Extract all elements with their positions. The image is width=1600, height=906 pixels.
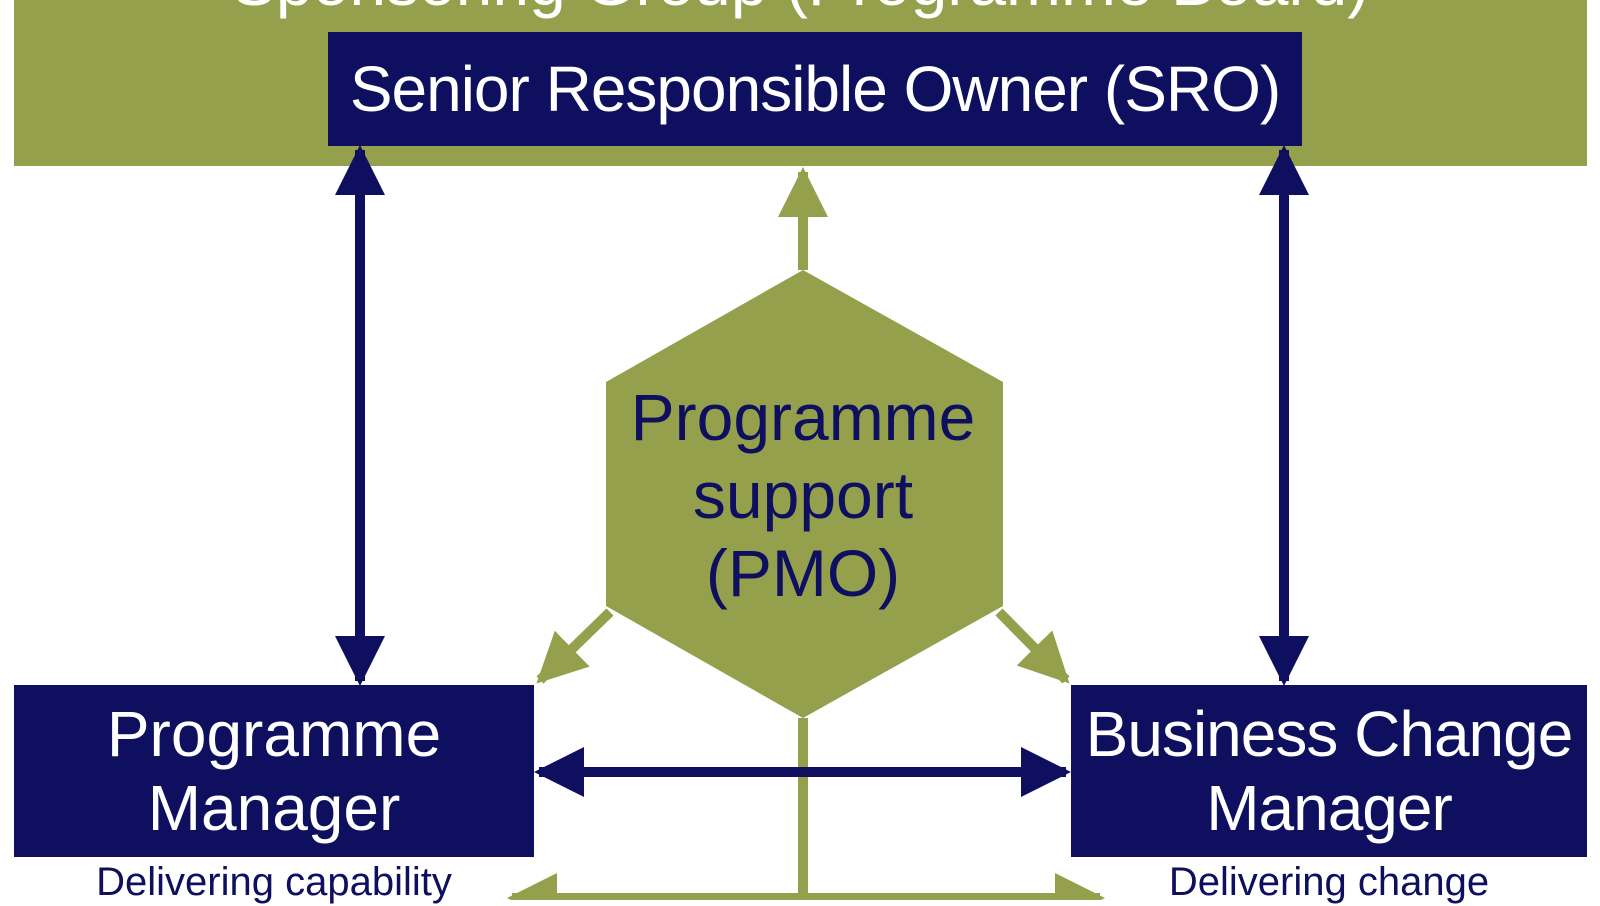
pmo-label: Programme support (PMO): [604, 378, 1002, 612]
sponsoring-group-title: Sponsoring Group (Programme Board): [14, 0, 1587, 22]
pmo-to-programme-manager-arrow: [536, 608, 614, 684]
pmo-label-line: support: [692, 458, 914, 532]
sro-box: Senior Responsible Owner (SRO): [328, 32, 1302, 146]
business-change-manager-box: Business Change Manager: [1071, 685, 1587, 857]
pmo-label-line: (PMO): [705, 536, 901, 610]
programme-manager-caption: Delivering capability: [96, 860, 452, 904]
pmo-label-line: Programme: [630, 380, 976, 454]
pmo-hexagon: [606, 270, 1003, 718]
programme-manager-label-line: Programme: [106, 698, 442, 770]
sponsoring-group-band: Sponsoring Group (Programme Board) Senio…: [14, 0, 1587, 166]
pmo-to-business-change-manager-arrow: [995, 608, 1070, 684]
programme-manager-box: Programme Manager: [14, 685, 534, 857]
sro-label: Senior Responsible Owner (SRO): [349, 53, 1281, 125]
business-change-manager-label-line: Manager: [1206, 772, 1453, 844]
business-change-manager-caption: Delivering change: [1168, 860, 1490, 904]
programme-manager-label-line: Manager: [147, 772, 401, 844]
business-change-manager-label-line: Business Change: [1085, 698, 1574, 770]
